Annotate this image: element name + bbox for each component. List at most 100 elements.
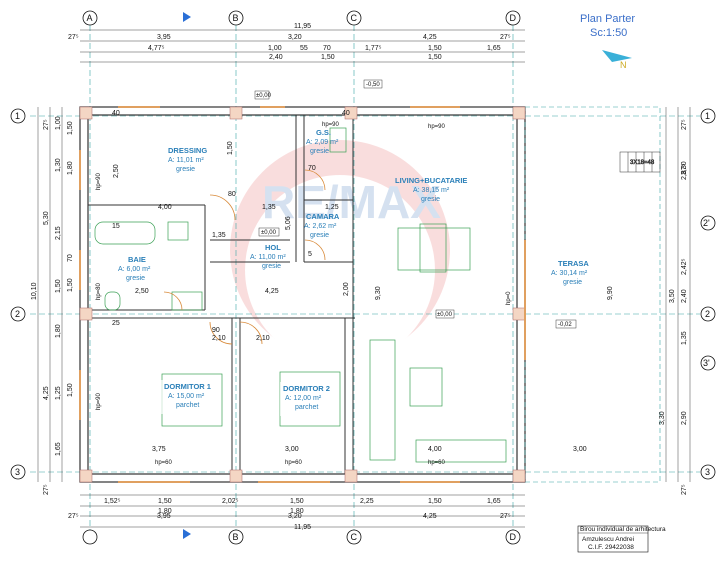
- svg-text:DORMITOR 1: DORMITOR 1: [164, 382, 211, 391]
- svg-text:27⁵: 27⁵: [68, 513, 79, 520]
- room-label-hol: HOL A: 11,00 m² gresie: [250, 243, 286, 270]
- windows: [79, 106, 526, 483]
- architect-stamp: Birou individual de arhitectura Amzulesc…: [577, 525, 666, 553]
- svg-text:parchet: parchet: [295, 404, 318, 411]
- svg-text:2,42⁵: 2,42⁵: [681, 258, 688, 275]
- svg-text:Sc:1:50: Sc:1:50: [590, 27, 627, 39]
- svg-text:1,80: 1,80: [55, 324, 62, 338]
- svg-text:B: B: [233, 532, 239, 542]
- right-dimensions: [665, 107, 691, 482]
- svg-text:15: 15: [112, 223, 120, 230]
- svg-text:27⁵: 27⁵: [500, 513, 511, 520]
- svg-text:27⁵: 27⁵: [43, 484, 50, 495]
- svg-text:3X18=48: 3X18=48: [630, 160, 655, 166]
- svg-text:25: 25: [112, 320, 120, 327]
- svg-text:1,50: 1,50: [227, 141, 234, 155]
- svg-text:C.I.F. 29422038: C.I.F. 29422038: [588, 544, 634, 551]
- svg-text:3,20: 3,20: [288, 34, 302, 41]
- svg-text:A: 2,62 m²: A: 2,62 m²: [304, 223, 337, 230]
- svg-text:A: 12,00 m²: A: 12,00 m²: [285, 395, 322, 402]
- room-label-dormitor2: DORMITOR 2 A: 12,00 m² parchet: [280, 382, 336, 416]
- svg-text:27⁵: 27⁵: [43, 119, 50, 130]
- svg-text:2,90: 2,90: [681, 411, 688, 425]
- svg-text:4,25: 4,25: [423, 34, 437, 41]
- stairs: 3X18=48: [619, 151, 661, 173]
- left-dimension-labels: 10,10 27⁵ 5,30 4,25 27⁵ 1,00 1,30 2,15 1…: [31, 116, 74, 495]
- room-label-dressing: DRESSING A: 11,01 m² gresie: [168, 146, 207, 173]
- svg-text:11,95: 11,95: [294, 524, 311, 531]
- svg-text:LIVING+BUCATARIE: LIVING+BUCATARIE: [395, 176, 467, 185]
- interior-walls: [88, 115, 355, 474]
- svg-text:2,87⁵: 2,87⁵: [681, 163, 688, 180]
- svg-text:gresie: gresie: [310, 232, 329, 239]
- svg-text:1,25: 1,25: [325, 204, 339, 211]
- section-markers: [183, 12, 191, 539]
- svg-text:1,77⁵: 1,77⁵: [365, 45, 382, 52]
- svg-text:40: 40: [112, 110, 120, 117]
- svg-text:3: 3: [15, 467, 20, 477]
- svg-text:1,50: 1,50: [55, 279, 62, 293]
- svg-text:1,50: 1,50: [290, 498, 304, 505]
- svg-text:2,40: 2,40: [681, 289, 688, 303]
- svg-text:4,25: 4,25: [423, 513, 437, 520]
- room-label-camara: CAMARA A: 2,62 m² gresie: [304, 212, 340, 239]
- top-dimension-labels: 11,95 27⁵ 3,95 3,20 4,25 27⁵ 4,77⁵ 1,00 …: [68, 23, 511, 61]
- svg-text:RE/MAX: RE/MAX: [262, 176, 441, 228]
- svg-text:CAMARA: CAMARA: [306, 212, 340, 221]
- svg-text:3,00: 3,00: [285, 446, 299, 453]
- svg-text:4,25: 4,25: [265, 288, 279, 295]
- level-markers: ±0,00 -0,50 ±0,00 -0,02 ±0,00: [254, 79, 577, 329]
- svg-text:2,25: 2,25: [360, 498, 374, 505]
- svg-text:1,50: 1,50: [67, 278, 74, 292]
- svg-text:2,50: 2,50: [135, 288, 149, 295]
- svg-text:1: 1: [15, 111, 20, 121]
- svg-text:TERASA: TERASA: [558, 259, 589, 268]
- svg-text:55: 55: [300, 45, 308, 52]
- svg-text:Plan Parter: Plan Parter: [580, 13, 635, 25]
- room-label-gs: G.S. A: 2,09 m² gresie: [306, 128, 339, 155]
- svg-text:80: 80: [228, 191, 236, 198]
- svg-text:hp=0: hp=0: [506, 291, 512, 305]
- svg-text:G.S.: G.S.: [316, 128, 331, 137]
- svg-text:3,00: 3,00: [573, 446, 587, 453]
- svg-text:1,50: 1,50: [428, 45, 442, 52]
- svg-text:A: 6,00 m²: A: 6,00 m²: [118, 266, 151, 273]
- svg-text:A: 15,00 m²: A: 15,00 m²: [168, 393, 205, 400]
- top-dimensions: [80, 29, 525, 63]
- svg-text:hp=80: hp=80: [96, 282, 102, 300]
- svg-text:N: N: [620, 60, 627, 70]
- svg-text:1,80: 1,80: [158, 508, 172, 515]
- svg-text:hp=90: hp=90: [96, 392, 102, 410]
- window-tags: hp=90 hp=90 hp=90 hp=60 hp=60 hp=60 hp=0…: [96, 122, 512, 466]
- svg-text:27⁵: 27⁵: [500, 34, 511, 41]
- room-label-dormitor1: DORMITOR 1 A: 15,00 m² parchet: [160, 380, 216, 414]
- svg-text:DRESSING: DRESSING: [168, 146, 207, 155]
- svg-text:1,50: 1,50: [67, 121, 74, 135]
- svg-text:2: 2: [15, 309, 20, 319]
- plan-title: Plan Parter Sc:1:50 N: [580, 13, 635, 70]
- axis-markers-bottom: B C D: [82, 529, 521, 545]
- svg-text:2': 2': [703, 218, 710, 228]
- svg-text:1,52⁵: 1,52⁵: [104, 498, 121, 505]
- svg-text:hp=90: hp=90: [96, 172, 102, 190]
- room-label-living: LIVING+BUCATARIE A: 38,15 m² gresie: [395, 176, 467, 203]
- axis-markers-top: A B C D: [82, 10, 521, 26]
- svg-text:9,30: 9,30: [375, 286, 382, 300]
- svg-text:1,50: 1,50: [428, 498, 442, 505]
- wall-hatches: [79, 106, 526, 483]
- svg-text:40: 40: [342, 110, 350, 117]
- svg-text:C: C: [351, 13, 358, 23]
- svg-text:hp=60: hp=60: [428, 460, 446, 466]
- svg-text:27⁵: 27⁵: [681, 119, 688, 130]
- svg-text:2,10: 2,10: [256, 335, 270, 342]
- svg-text:-0,50: -0,50: [366, 82, 380, 88]
- svg-text:parchet: parchet: [176, 402, 199, 409]
- svg-text:gresie: gresie: [176, 166, 195, 173]
- svg-text:A: A: [87, 13, 93, 23]
- svg-text:B: B: [233, 13, 239, 23]
- svg-text:2: 2: [705, 309, 710, 319]
- svg-text:1,65: 1,65: [55, 442, 62, 456]
- svg-text:1: 1: [705, 111, 710, 121]
- svg-text:hp=60: hp=60: [155, 460, 173, 466]
